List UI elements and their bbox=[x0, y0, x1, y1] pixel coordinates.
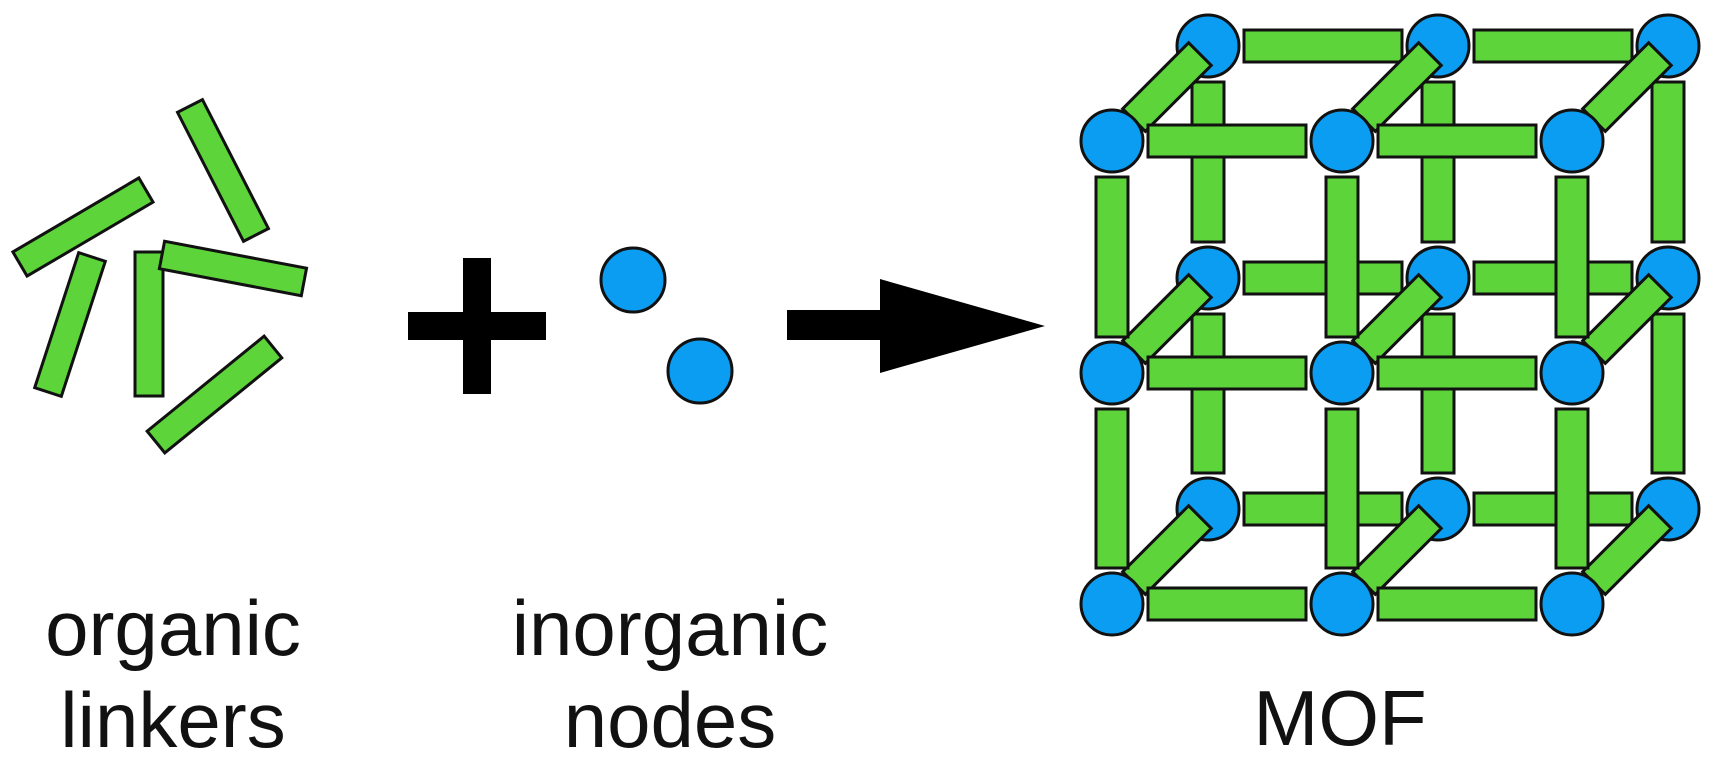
organic-linker bbox=[133, 250, 165, 398]
mof-linker-horizontal bbox=[1472, 28, 1634, 64]
arrow-right-icon bbox=[787, 279, 1045, 373]
mof-linker-horizontal bbox=[1376, 355, 1538, 391]
mof-linker-horizontal bbox=[1376, 123, 1538, 159]
mof-label: MOF bbox=[1200, 672, 1480, 764]
arrow-shaft bbox=[787, 310, 887, 340]
organic-linker bbox=[175, 97, 271, 244]
inorganic-nodes-label-line-2: nodes bbox=[563, 676, 777, 764]
inorganic-nodes-label-line-1: inorganic bbox=[511, 584, 829, 672]
mof-node-front bbox=[1079, 108, 1145, 174]
mof-node-front bbox=[1539, 340, 1605, 406]
mof-node-front bbox=[1309, 340, 1375, 406]
mof-linker-vertical bbox=[1094, 407, 1130, 570]
plus-icon-horizontal-bar bbox=[408, 312, 546, 340]
mof-linker-horizontal bbox=[1472, 491, 1634, 527]
mof-back-layer bbox=[1175, 13, 1701, 542]
inorganic-nodes-group bbox=[599, 246, 734, 405]
organic-linker bbox=[157, 239, 309, 298]
organic-linker bbox=[145, 334, 284, 456]
mof-front-layer bbox=[1079, 108, 1605, 637]
inorganic-node bbox=[599, 246, 667, 314]
mof-linker-vertical bbox=[1554, 175, 1590, 339]
mof-linker-vertical bbox=[1650, 312, 1686, 475]
mof-linker-horizontal bbox=[1242, 260, 1404, 296]
organic-linker bbox=[32, 250, 108, 399]
mof-linker-vertical bbox=[1190, 312, 1226, 475]
mof-linker-horizontal bbox=[1242, 491, 1404, 527]
organic-linkers-label-line-2: linkers bbox=[60, 676, 286, 764]
organic-linkers-label-line-1: organic bbox=[45, 584, 301, 672]
mof-linker-vertical bbox=[1650, 80, 1686, 244]
mof-node-front bbox=[1539, 108, 1605, 174]
mof-node-front bbox=[1079, 340, 1145, 406]
mof-node-front bbox=[1309, 108, 1375, 174]
mof-node-front bbox=[1309, 571, 1375, 637]
inorganic-node bbox=[666, 337, 734, 405]
mof-linker-horizontal bbox=[1146, 123, 1308, 159]
organic-linker bbox=[10, 175, 156, 279]
mof-linker-horizontal bbox=[1472, 260, 1634, 296]
mof-linker-vertical bbox=[1190, 80, 1226, 244]
organic-linkers-label: organic linkers bbox=[8, 582, 338, 766]
mof-linker-vertical bbox=[1420, 312, 1456, 475]
inorganic-nodes-label: inorganic nodes bbox=[455, 582, 885, 766]
plus-icon bbox=[408, 258, 546, 394]
mof-linker-depth bbox=[1120, 503, 1214, 597]
mof-label-text: MOF bbox=[1253, 674, 1427, 762]
mof-linker-vertical bbox=[1554, 407, 1590, 570]
mof-linker-vertical bbox=[1094, 175, 1130, 339]
organic-linkers-group bbox=[10, 97, 309, 456]
mof-linker-horizontal bbox=[1146, 355, 1308, 391]
mof-linker-horizontal bbox=[1376, 586, 1538, 622]
arrow-head bbox=[880, 279, 1045, 373]
mof-framework bbox=[1079, 13, 1701, 637]
mof-node-front bbox=[1079, 571, 1145, 637]
mof-node-front bbox=[1539, 571, 1605, 637]
mof-linker-horizontal bbox=[1146, 586, 1308, 622]
mof-linker-vertical bbox=[1420, 80, 1456, 244]
mof-linker-vertical bbox=[1324, 175, 1360, 339]
mof-linker-vertical bbox=[1324, 407, 1360, 570]
mof-linker-horizontal bbox=[1242, 28, 1404, 64]
